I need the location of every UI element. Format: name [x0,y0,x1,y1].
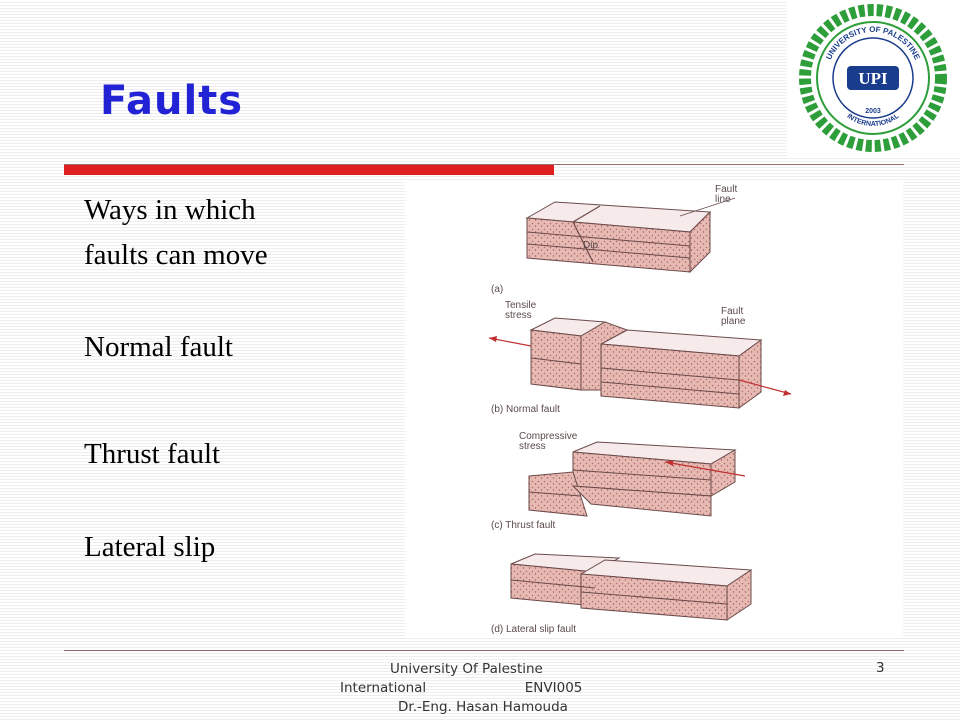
label-a: (a) [491,284,503,295]
footer-course-code: ENVI005 [524,680,583,696]
footer-divider [64,650,904,651]
label-b: (b) Normal fault [491,404,560,415]
slide-title: Faults [100,78,244,124]
header-divider [64,164,904,165]
header-accent-bar [64,165,554,175]
body-line-lateral-slip: Lateral slip [84,531,216,563]
block-d: (d) Lateral slip fault [491,553,753,635]
footer-university: University Of Palestine [390,661,543,677]
body-line-normal-fault: Normal fault [84,331,233,363]
footer: University Of Palestine International EN… [340,660,670,717]
footer-author: Dr.-Eng. Hasan Hamouda [398,699,568,715]
body-line-1: Ways in which [84,194,256,226]
logo-box: UNIVERSITY OF PALESTINE INTERNATIONAL UP… [787,0,960,157]
body-line-thrust-fault: Thrust fault [84,438,221,470]
logo-year: 2003 [865,108,881,115]
body-line-2: faults can move [84,239,268,271]
footer-line-2: International ENVI005 [340,679,670,698]
page-number: 3 [876,660,885,676]
label-d: (d) Lateral slip fault [491,624,576,635]
logo-inner-ring [832,37,914,119]
logo-center-text: UPI [858,69,888,88]
university-logo: UNIVERSITY OF PALESTINE INTERNATIONAL UP… [799,4,947,152]
label-c: (c) Thrust fault [491,520,555,531]
footer-international: International [340,680,427,696]
wreath-ring [799,4,947,152]
logo-emblem [847,66,899,90]
dip-label: Dip [583,240,598,251]
